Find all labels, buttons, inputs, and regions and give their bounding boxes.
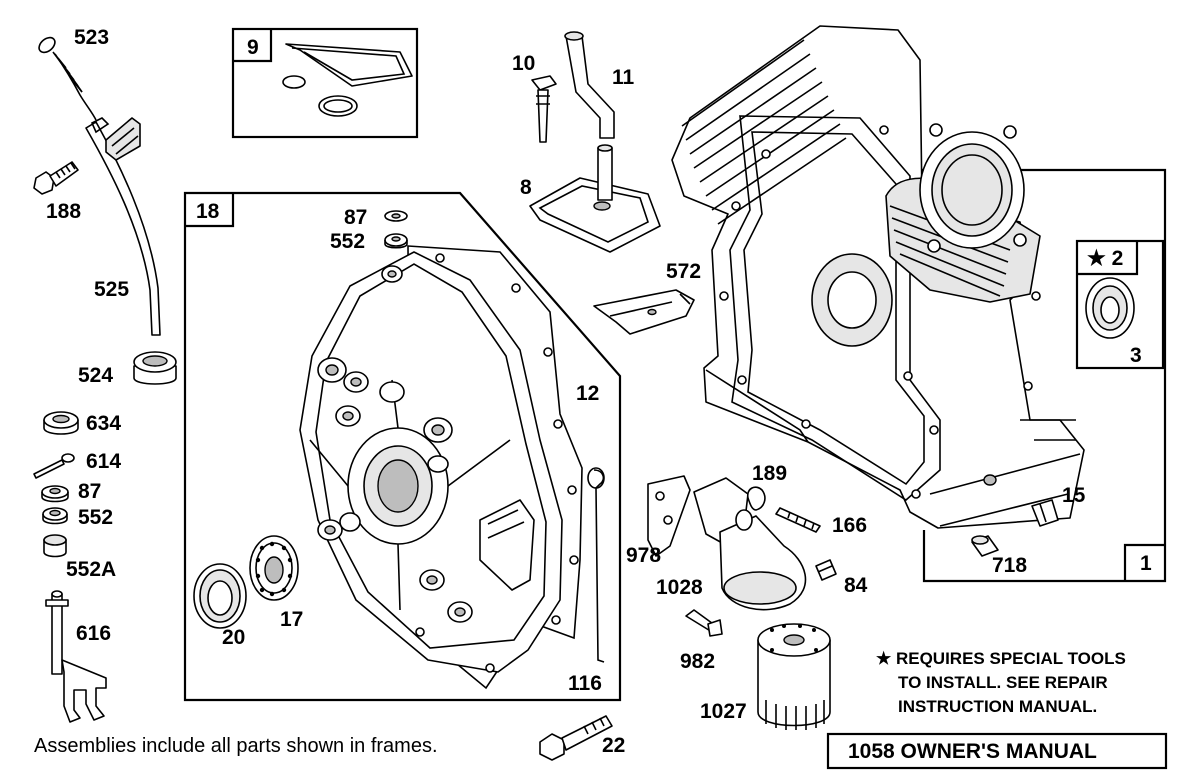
governor-shaft-part-616 bbox=[45, 590, 107, 723]
frame-9-gasket-set bbox=[231, 27, 419, 139]
pin-part-614 bbox=[33, 453, 75, 479]
label-552-left: 552 bbox=[78, 506, 113, 529]
label-18-box bbox=[185, 193, 235, 228]
label-87-frame: 87 bbox=[344, 206, 367, 229]
tube-seal-part-524 bbox=[133, 351, 177, 385]
label-552A: 552A bbox=[66, 558, 116, 581]
label-978: 978 bbox=[626, 544, 661, 567]
label-616: 616 bbox=[76, 622, 111, 645]
label-17: 17 bbox=[280, 608, 303, 631]
bolt-part-188 bbox=[33, 161, 79, 195]
star-label-2: ★ 2 bbox=[1087, 247, 1123, 270]
special-tools-note-line1: ★ REQUIRES SPECIAL TOOLS bbox=[876, 649, 1126, 668]
manual-label: 1058 OWNER'S MANUAL bbox=[848, 740, 1097, 763]
label-9: 9 bbox=[247, 36, 259, 59]
label-614: 614 bbox=[86, 450, 121, 473]
label-8: 8 bbox=[520, 176, 532, 199]
gasket-part-978 bbox=[647, 475, 691, 557]
dipstick-part-523 bbox=[38, 36, 97, 121]
label-22: 22 bbox=[602, 734, 625, 757]
label-572: 572 bbox=[666, 260, 701, 283]
label-87-left: 87 bbox=[78, 480, 101, 503]
star-glyph: ★ bbox=[1087, 247, 1106, 270]
breather-bolt-part-10 bbox=[531, 75, 557, 143]
label-188: 188 bbox=[46, 200, 81, 223]
washer-part-552-left bbox=[42, 507, 68, 525]
label-2: 2 bbox=[1112, 247, 1124, 270]
special-tools-note-line3: INSTRUCTION MANUAL. bbox=[898, 697, 1097, 716]
fitting-part-84 bbox=[815, 559, 837, 581]
washer-part-87-left bbox=[41, 485, 69, 503]
washer-part-189 bbox=[746, 486, 766, 511]
label-634: 634 bbox=[86, 412, 121, 435]
stud-part-166 bbox=[775, 507, 821, 533]
label-166: 166 bbox=[832, 514, 867, 537]
label-15: 15 bbox=[1062, 484, 1086, 507]
special-tools-note-line2: TO INSTALL. SEE REPAIR bbox=[898, 673, 1108, 692]
bolt-part-22 bbox=[539, 715, 613, 761]
label-11: 11 bbox=[612, 66, 635, 89]
breather-cover-part-8 bbox=[529, 144, 661, 253]
oil-filter-adapter-part-1028 bbox=[693, 477, 807, 611]
label-10: 10 bbox=[512, 52, 535, 75]
label-523: 523 bbox=[74, 26, 109, 49]
label-1028: 1028 bbox=[656, 576, 703, 599]
label-1: 1 bbox=[1140, 552, 1152, 575]
label-18: 18 bbox=[196, 200, 220, 223]
label-525: 525 bbox=[94, 278, 129, 301]
oil-filter-part-1027 bbox=[757, 623, 831, 730]
bushing-part-552A bbox=[43, 534, 67, 558]
frame-18-crankcase-cover bbox=[183, 191, 622, 702]
label-718: 718 bbox=[992, 554, 1027, 577]
label-552-frame: 552 bbox=[330, 230, 365, 253]
label-12: 12 bbox=[576, 382, 599, 405]
label-84: 84 bbox=[844, 574, 868, 597]
screw-part-982 bbox=[685, 609, 723, 637]
manual-label-box bbox=[826, 732, 1168, 770]
label-116: 116 bbox=[568, 672, 602, 695]
seal-part-634 bbox=[43, 411, 79, 435]
label-3: 3 bbox=[1130, 344, 1142, 367]
assemblies-note: Assemblies include all parts shown in fr… bbox=[34, 735, 438, 757]
breather-tube-part-11 bbox=[564, 31, 615, 139]
label-1-box bbox=[1123, 543, 1165, 581]
label-189: 189 bbox=[752, 462, 787, 485]
label-1027: 1027 bbox=[700, 700, 747, 723]
label-524: 524 bbox=[78, 364, 113, 387]
label-982: 982 bbox=[680, 650, 715, 673]
bracket-part-572 bbox=[593, 289, 695, 335]
dipstick-tube-part-525 bbox=[85, 117, 161, 336]
label-20: 20 bbox=[222, 626, 245, 649]
engine-block-part-1 bbox=[671, 25, 1167, 583]
label-9-box bbox=[233, 29, 273, 63]
frame-2-special-seal bbox=[1075, 239, 1165, 370]
